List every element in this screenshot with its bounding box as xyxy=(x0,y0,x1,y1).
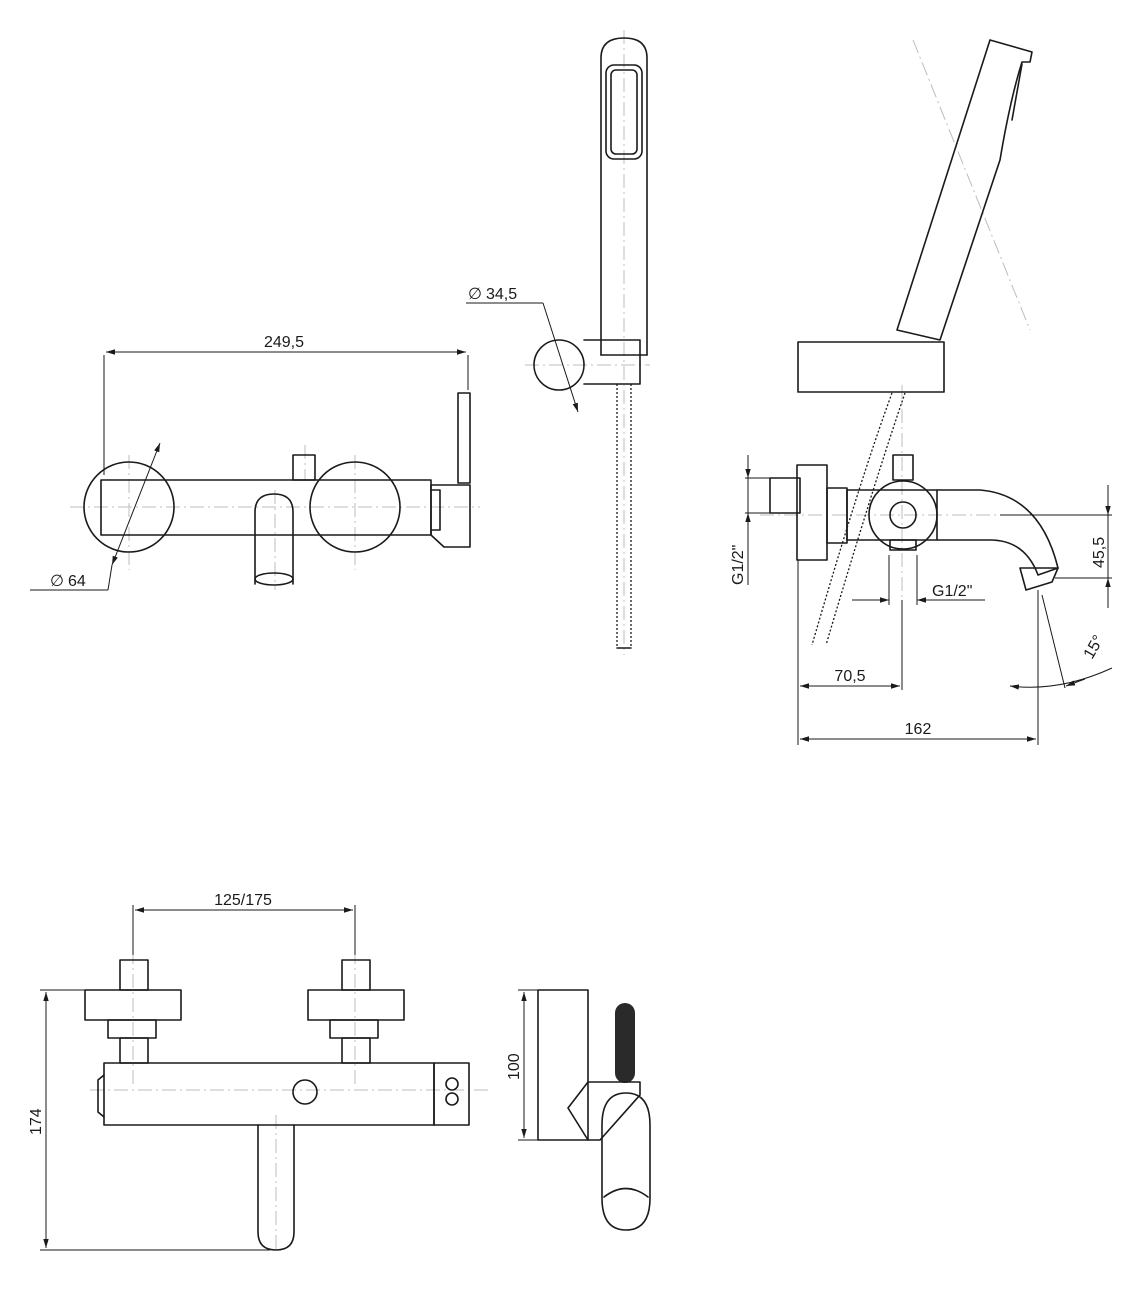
dimension-front-width: 249,5 xyxy=(103,334,469,475)
dim-label-center-distance: 125/175 xyxy=(214,892,272,909)
dim-label-holder-diameter: 34,5 xyxy=(486,286,517,303)
dimension-inlet-thread: G1/2" xyxy=(730,455,770,585)
dimension-holder-diameter: ∅ 34,5 xyxy=(466,286,579,413)
dimension-depth-inlet: 70,5 xyxy=(797,560,903,745)
dim-label-spout-angle: 15° xyxy=(1081,633,1108,662)
diameter-symbol-64: ∅ xyxy=(50,573,64,590)
dim-label-flange-diameter: 64 xyxy=(68,573,86,590)
dimension-holder-height: 100 xyxy=(506,989,538,1141)
dim-label-spout-height: 45,5 xyxy=(1091,537,1108,568)
front-view-mixer xyxy=(70,392,480,590)
dim-label-depth-total: 162 xyxy=(905,721,932,738)
dimension-depth-total: 162 xyxy=(800,590,1039,745)
dimension-spout-angle: 15° xyxy=(1009,594,1113,690)
dim-label-total-height: 174 xyxy=(28,1108,45,1135)
dim-label-depth-inlet: 70,5 xyxy=(834,668,865,685)
holder-side-view xyxy=(537,989,651,1231)
dim-label-inlet-thread: G1/2" xyxy=(730,545,747,585)
diameter-symbol-34: ∅ xyxy=(468,286,482,303)
dimension-center-distance: 125/175 xyxy=(132,892,356,955)
dim-label-outlet-thread: G1/2" xyxy=(932,583,972,600)
dimension-total-height: 174 xyxy=(28,989,270,1251)
dimension-outlet-thread: G1/2" xyxy=(852,555,985,605)
dim-label-holder-height: 100 xyxy=(506,1053,523,1080)
hose-section xyxy=(615,1003,635,1083)
dimension-spout-height: 45,5 xyxy=(1000,485,1112,608)
hand-shower-front xyxy=(525,30,650,655)
side-view-mixer xyxy=(760,39,1060,646)
bottom-view-mixer xyxy=(84,950,490,1251)
dimension-flange-diameter: ∅ 64 xyxy=(30,442,161,591)
dim-label-front-width: 249,5 xyxy=(264,334,304,351)
